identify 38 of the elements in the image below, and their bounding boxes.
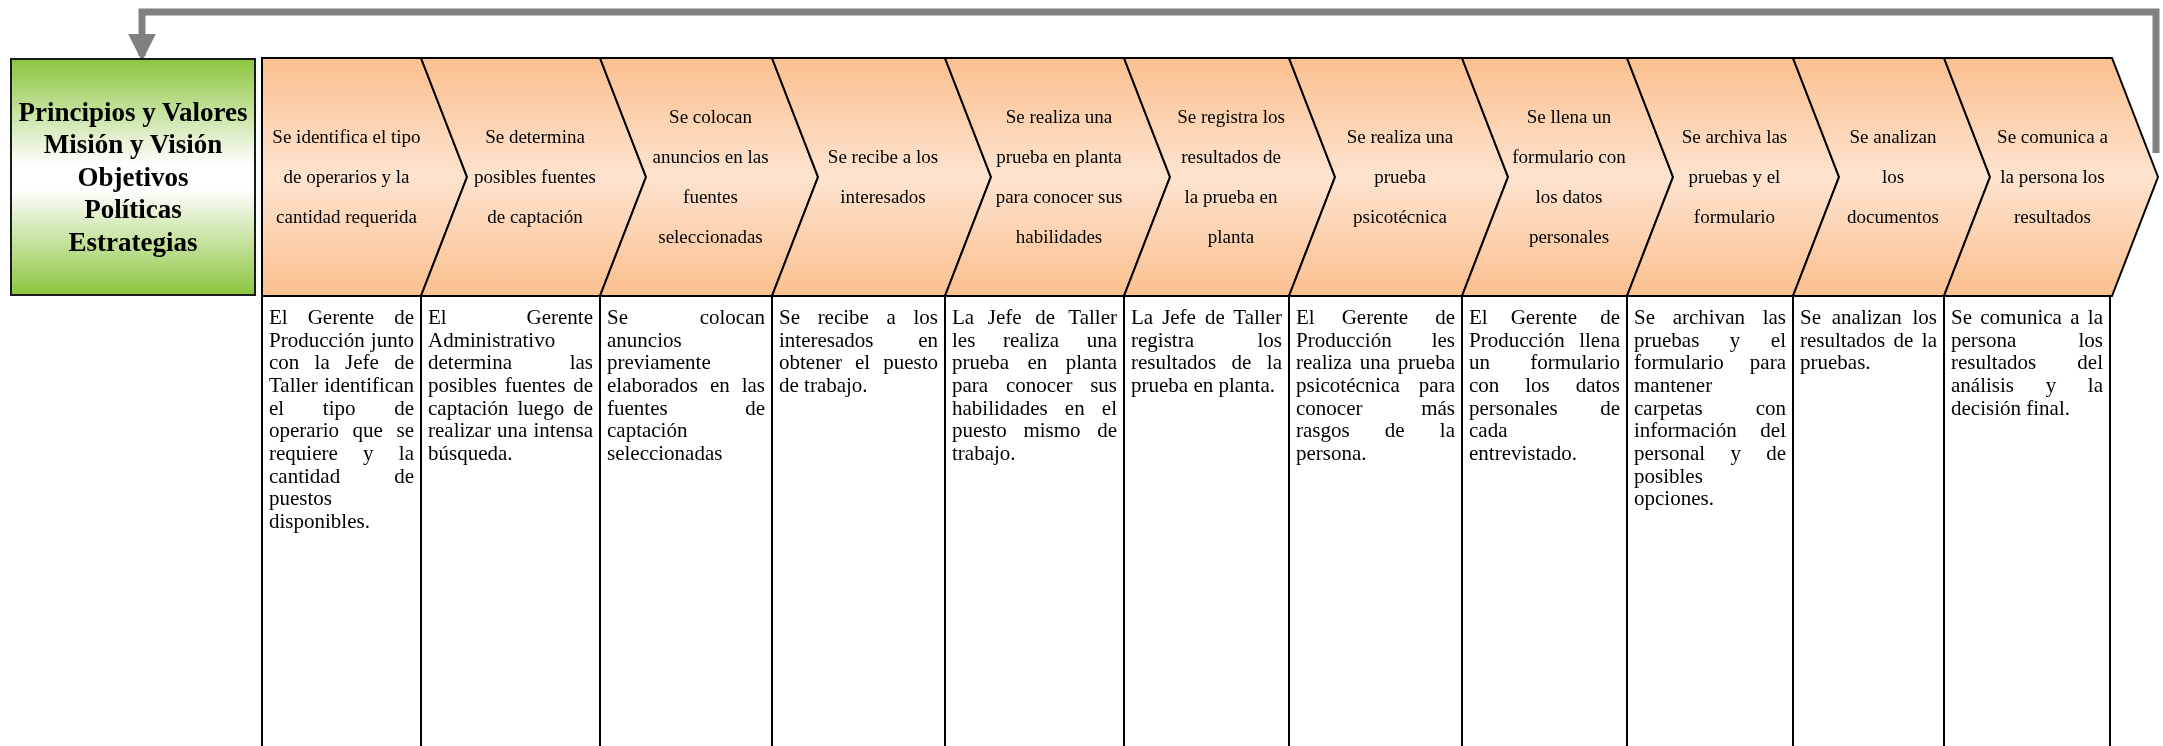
process-step [600, 58, 818, 296]
process-step [1124, 58, 1335, 296]
process-step [421, 58, 646, 296]
step-text: Se analizan los documentos [1846, 125, 1940, 229]
description-cell: La Jefe de Taller registra los resultados de la prueba en planta. [1123, 296, 1290, 746]
step-text: Se comunica a la persona los resultados [1996, 125, 2109, 229]
description-cell: La Jefe de Taller les realiza una prueba en planta para conocer sus habilidades en el puesto mismo de trabajo. [944, 296, 1125, 746]
step-text: Se archiva las pruebas y el formulario [1680, 125, 1789, 229]
description-cell: Se comunica a la persona los resultados del análisis y la decisión final. [1943, 296, 2111, 746]
principle-text: Estrategias [68, 225, 198, 258]
process-step [1462, 58, 1673, 296]
description-cell: El Gerente de Producción les realiza una prueba psicotécnica para conocer más rasgos de la persona. [1288, 296, 1463, 746]
principle-text: Objetivos [77, 160, 189, 194]
step-text: Se registra los resultados de la prueba en planta [1176, 105, 1286, 249]
description-cell: El Gerente de Producción llena un formulario con los datos personales de cada entrevistado. [1461, 296, 1628, 746]
process-step [1289, 58, 1508, 296]
feedback-arrow [128, 8, 2160, 153]
process-step [772, 58, 991, 296]
process-step [1944, 58, 2158, 296]
step-text: Se realiza una prueba psicotécnica [1345, 125, 1455, 229]
description-cell: Se recibe a los interesados en obtener el puesto de trabajo. [771, 296, 946, 746]
process-step [1627, 58, 1839, 296]
principle-text: Misión y Visión [43, 128, 223, 161]
step-text: Se colocan anuncios en las fuentes seleccionadas [651, 105, 770, 249]
step-text: Se determina posibles fuentes de captación [473, 125, 597, 229]
description-cell: Se colocan anuncios previamente elaborados en las fuentes de captación seleccionadas [599, 296, 773, 746]
description-cell: El Gerente Administrativo determina las posibles fuentes de captación luego de realizar una intensa búsqueda. [420, 296, 601, 746]
principle-text: Políticas [84, 193, 182, 226]
principle-text: Principios y Valores [18, 96, 248, 129]
principles-box [10, 58, 256, 296]
description-cell: Se archivan las pruebas y el formulario para mantener carpetas con información del personal y de posibles opciones. [1626, 296, 1794, 746]
description-cell: El Gerente de Producción junto con la Jefe de Taller identifican el tipo de operario que se requiere y la cantidad de puestos disponibles. [261, 296, 422, 746]
process-step [1793, 58, 1990, 296]
process-step [945, 58, 1170, 296]
description-cell: Se analizan los resultados de la pruebas. [1792, 296, 1945, 746]
step-text: Se realiza una prueba en planta para conocer sus habilidades [994, 105, 1124, 249]
step-text: Se recibe a los interesados [826, 145, 940, 209]
step-text: Se llena un formulario con los datos personales [1511, 105, 1627, 249]
